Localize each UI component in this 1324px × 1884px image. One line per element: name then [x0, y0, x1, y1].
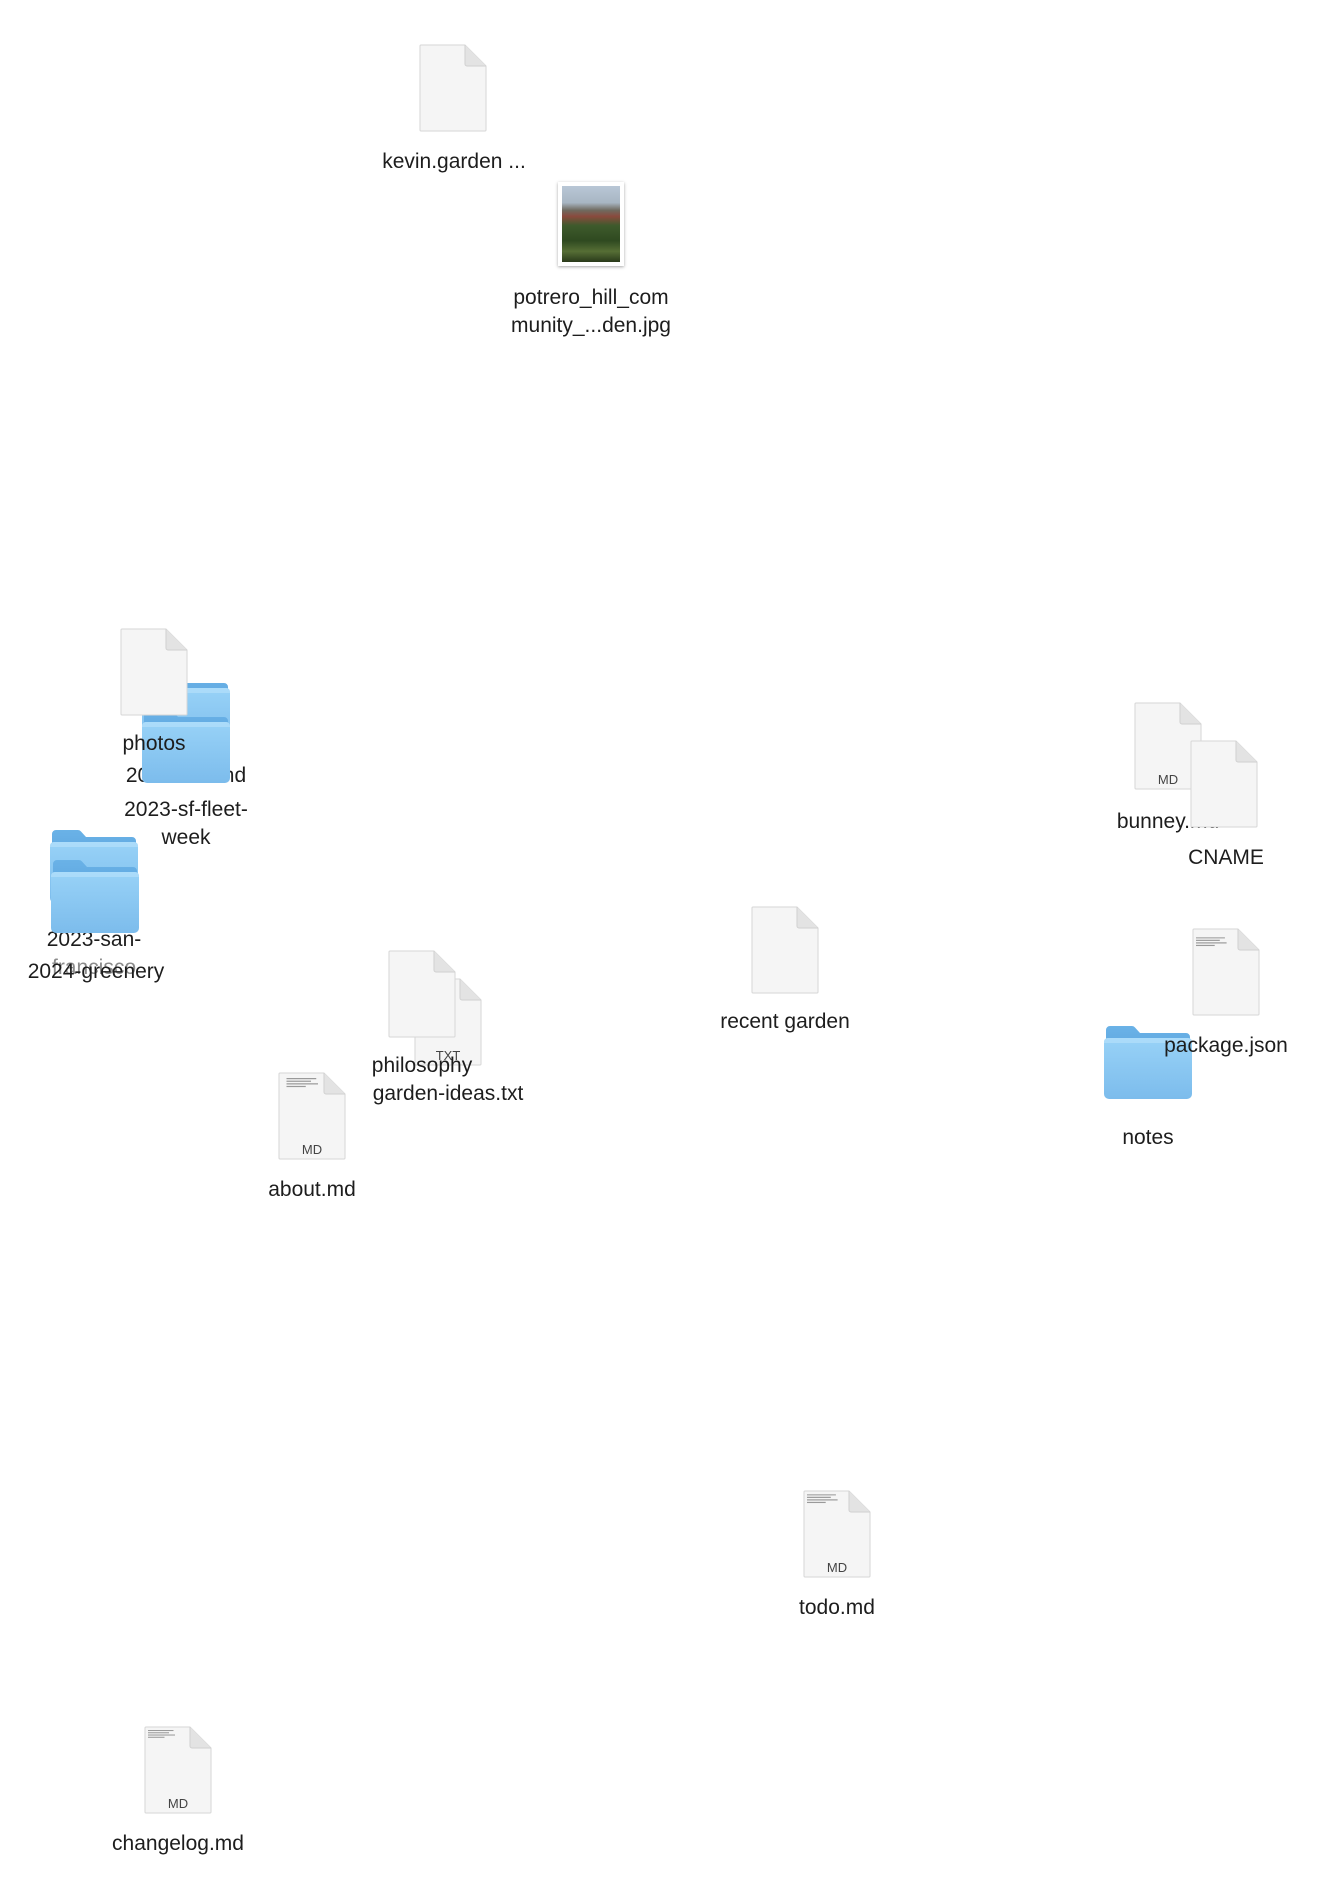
- file-type-badge: MD: [301, 1142, 323, 1157]
- image-thumbnail-icon: [558, 182, 624, 266]
- text-lines-icon: [1196, 932, 1230, 956]
- desktop-item-label-line2: week: [161, 826, 211, 849]
- desktop-item-2024-greenery[interactable]: 2024-greenery: [6, 860, 186, 990]
- document-icon: [751, 906, 819, 994]
- desktop-item-label-line1: 2023-san-: [46, 928, 142, 951]
- document-icon: [419, 44, 487, 132]
- document-icon: [388, 950, 456, 1038]
- desktop-item-potrero-hill-image[interactable]: potrero_hill_com munity_...den.jpg: [501, 182, 681, 342]
- desktop-item-kevin-garden[interactable]: kevin.garden ...: [364, 44, 544, 184]
- folder-icon: [49, 860, 141, 934]
- document-icon: [1190, 740, 1258, 828]
- desktop-item-label-line2: munity_...den.jpg: [511, 314, 671, 337]
- desktop-item-package-json[interactable]: package.json: [1136, 928, 1316, 1062]
- desktop-item-recent-garden[interactable]: recent garden: [695, 906, 875, 1040]
- text-lines-icon: [807, 1494, 841, 1508]
- desktop-item-label: about.md: [268, 1178, 356, 1201]
- desktop-item-notes[interactable]: notes: [1058, 1026, 1238, 1156]
- desktop-item-2023-san-francisco[interactable]: 2023-san- francisco: [4, 830, 184, 980]
- desktop-item-label: kevin.garden ...: [382, 150, 526, 173]
- desktop-item-philosophy[interactable]: philosophy: [332, 950, 512, 1084]
- desktop-item-label: todo.md: [799, 1596, 875, 1619]
- desktop-item-label: recent garden: [720, 1010, 850, 1033]
- desktop-item-label: package.json: [1164, 1034, 1288, 1057]
- desktop-item-label: garden-ideas.txt: [372, 1082, 524, 1105]
- desktop-item-label: notes: [1122, 1126, 1174, 1149]
- desktop-item-photos[interactable]: photos: [64, 628, 244, 762]
- desktop-item-2023-sf-fleet-week[interactable]: 2023-sf-fleet- week: [96, 710, 276, 860]
- desktop-item-todo-md[interactable]: MD todo.md: [747, 1490, 927, 1624]
- desktop-item-label: changelog.md: [112, 1832, 244, 1855]
- desktop-item-label-line2: francisco: [51, 956, 137, 979]
- desktop-item-label: philosophy: [371, 1054, 473, 1077]
- document-icon: [120, 628, 188, 716]
- desktop-item-garden-ideas-txt[interactable]: TXT garden-ideas.txt: [358, 978, 538, 1112]
- file-type-badge: MD: [1157, 772, 1179, 787]
- file-type-badge: MD: [826, 1560, 848, 1575]
- desktop-item-label-line1: 2023-sf-fleet-: [124, 798, 248, 821]
- text-lines-icon: [284, 1078, 324, 1092]
- desktop-item-about-md[interactable]: MD about.md: [222, 1072, 402, 1206]
- text-lines-icon: [148, 1730, 178, 1742]
- file-type-badge: MD: [167, 1796, 189, 1811]
- desktop-item-changelog-md[interactable]: MD changelog.md: [88, 1726, 268, 1860]
- desktop-item-label: CNAME: [1188, 846, 1264, 869]
- file-type-badge: TXT: [435, 1048, 461, 1063]
- desktop-item-label: photos: [122, 732, 186, 755]
- desktop-item-cname[interactable]: CNAME: [1136, 740, 1316, 874]
- desktop-item-label: 2024-greenery: [27, 960, 165, 983]
- desktop-item-label-line1: potrero_hill_com: [513, 286, 669, 309]
